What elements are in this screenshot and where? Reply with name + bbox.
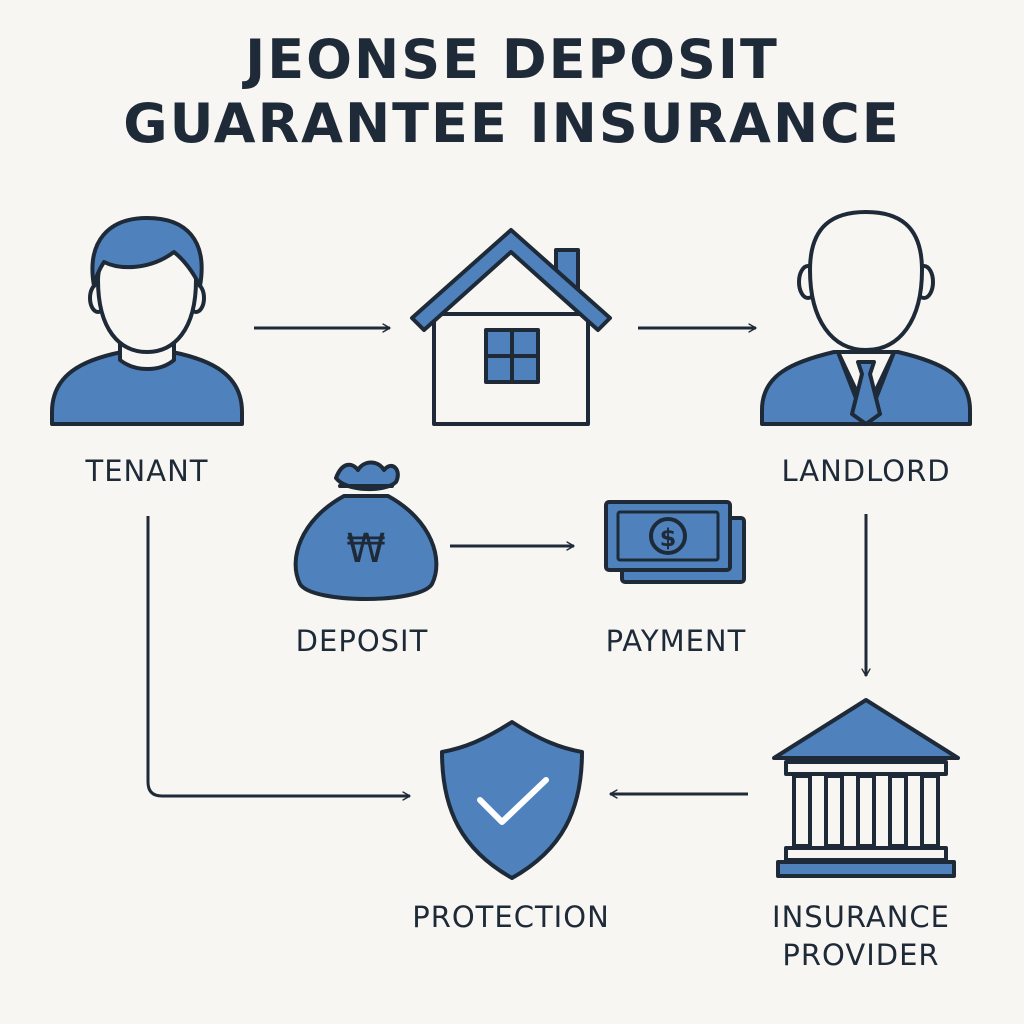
money-bag-icon xyxy=(293,460,439,601)
title-line-1: JEONSE DEPOSIT xyxy=(245,28,779,91)
landlord-label: LANDLORD xyxy=(781,454,951,488)
insurance-label-line-2: PROVIDER xyxy=(782,938,940,972)
banknotes-icon xyxy=(604,500,746,584)
title-line-2: GUARANTEE INSURANCE xyxy=(123,92,901,155)
businessman-icon xyxy=(760,210,972,426)
protection-label: PROTECTION xyxy=(412,900,610,934)
insurance-label-line-1: INSURANCE xyxy=(772,900,950,934)
won-symbol: ₩ xyxy=(346,526,386,572)
payment-label: PAYMENT xyxy=(605,624,747,658)
bank-building-icon xyxy=(772,698,960,878)
shield-check-icon xyxy=(440,720,584,880)
arrow-tenant-to-protection xyxy=(146,516,411,801)
person-icon xyxy=(50,216,244,426)
page-title: JEONSE DEPOSIT GUARANTEE INSURANCE xyxy=(0,28,1024,156)
deposit-label: DEPOSIT xyxy=(295,624,429,658)
insurance-provider-label: INSURANCE PROVIDER xyxy=(746,898,976,974)
tenant-label: TENANT xyxy=(85,454,209,488)
house-icon xyxy=(410,228,612,426)
dollar-symbol: $ xyxy=(660,524,677,552)
